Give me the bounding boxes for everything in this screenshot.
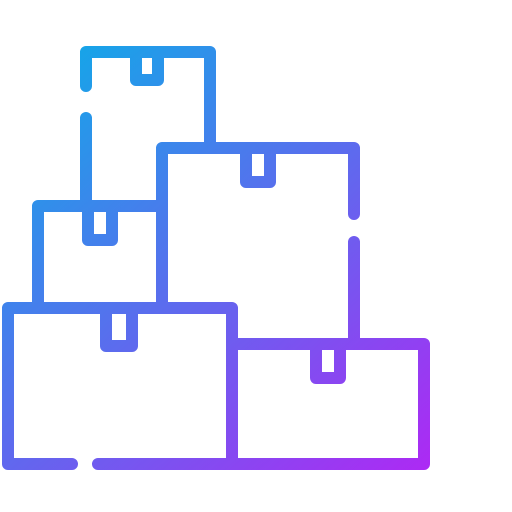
- box-top-tape: [130, 46, 164, 86]
- box-top-outline: [80, 46, 216, 152]
- box-bottom-left-tape: [100, 302, 138, 352]
- box-middle-left-tape: [82, 200, 118, 246]
- box-middle-left-outline: [32, 200, 168, 310]
- box-middle-right-outline: [156, 142, 360, 310]
- box-bottom-right-tape: [310, 338, 346, 384]
- box-bottom-left-outline: [2, 302, 238, 470]
- box-middle-right-tape: [240, 142, 276, 188]
- box-bottom-right-outline: [226, 338, 430, 470]
